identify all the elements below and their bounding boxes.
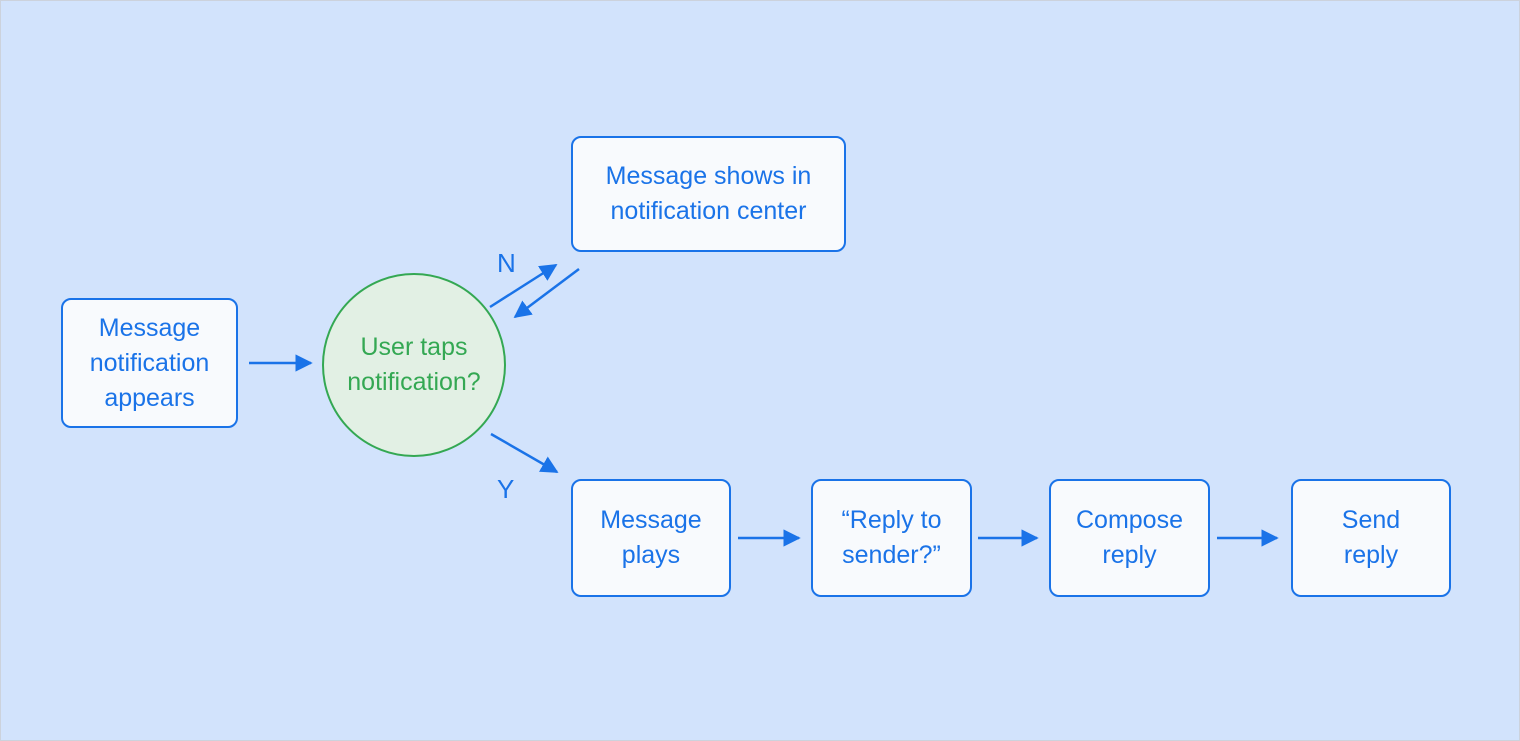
node-send-reply: Send reply	[1291, 479, 1451, 597]
branch-label-no: N	[497, 248, 516, 278]
node-reply-to-sender: “Reply to sender?”	[811, 479, 972, 597]
arrow-decision-to-message-plays	[490, 432, 559, 474]
node-label: Send reply	[1341, 506, 1401, 569]
node-message-shows-in-notification-center: Message shows in notification center	[571, 136, 846, 252]
node-label: Compose reply	[1076, 506, 1183, 569]
node-user-taps-notification-decision: User taps notification?	[322, 273, 506, 457]
node-compose-reply: Compose reply	[1049, 479, 1210, 597]
branch-label-yes: Y	[497, 474, 515, 504]
node-label: Message plays	[600, 506, 702, 569]
arrow-notification-center-to-decision	[513, 268, 580, 319]
node-message-plays: Message plays	[571, 479, 731, 597]
node-label: User taps notification?	[347, 333, 481, 396]
node-label: Message shows in notification center	[605, 162, 812, 225]
node-label: “Reply to sender?”	[841, 506, 942, 569]
node-message-notification-appears: Message notification appears	[61, 298, 238, 428]
node-label: Message notification appears	[89, 313, 210, 412]
